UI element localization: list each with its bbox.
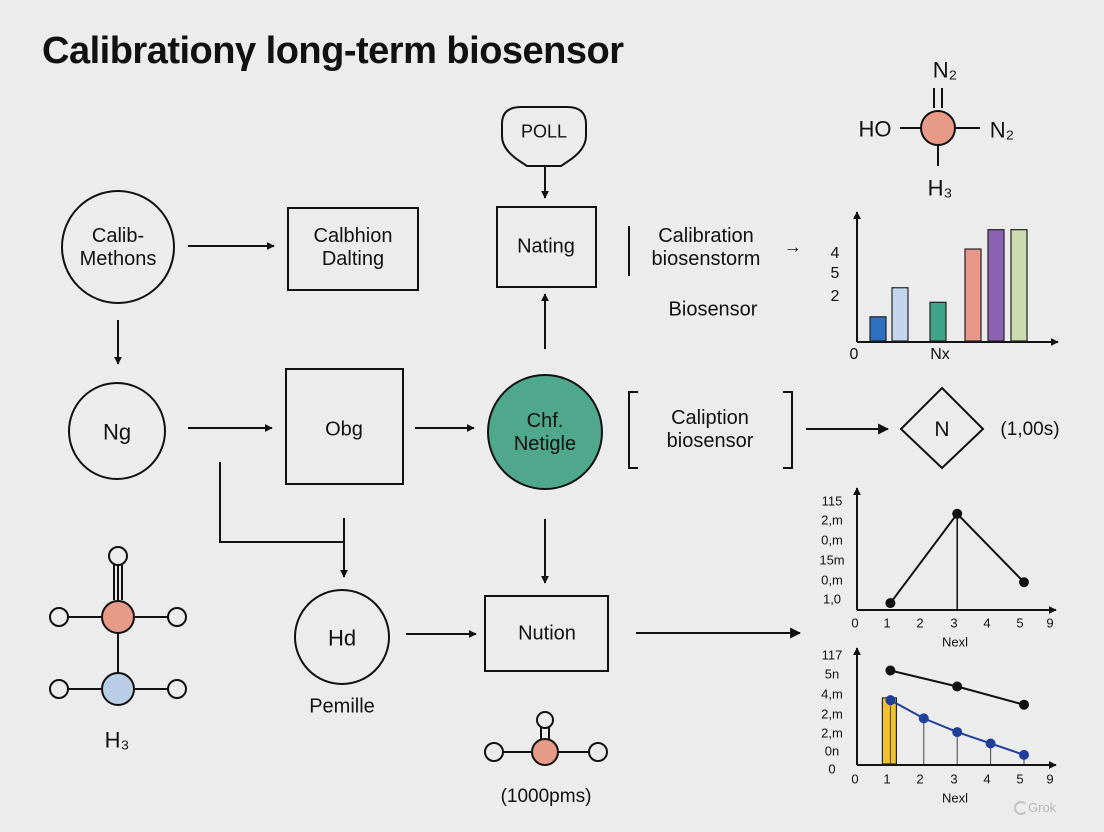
- chart3-ytick: 0n: [824, 743, 840, 759]
- chart2-xtick: 5: [1016, 615, 1024, 631]
- arrow-obg-to-hd: [219, 462, 348, 578]
- chart3-xtick: 5: [1016, 771, 1024, 787]
- ho-label: HO: [858, 116, 892, 142]
- n-diamond-label: N: [934, 417, 950, 441]
- chart1-bar: [869, 316, 887, 342]
- chart3-ytick: 4,m: [821, 686, 843, 702]
- poll-label: POLL: [520, 121, 568, 142]
- biosensor-label: Biosensor: [668, 298, 758, 321]
- caliption-left-bracket: [628, 391, 638, 469]
- calib-methons-node[interactable]: [61, 190, 175, 304]
- chart3-xtick: 1: [883, 771, 891, 787]
- chart3-xlabel: Nexl: [941, 790, 969, 806]
- obg-node[interactable]: [285, 368, 404, 485]
- molecule-center: [484, 711, 608, 766]
- chart3-bar: [881, 697, 898, 765]
- chart3-ytick: 0: [828, 761, 836, 777]
- calbhion-node[interactable]: [287, 207, 419, 291]
- chart-1-axes: [853, 211, 1059, 346]
- chart1-bar: [929, 301, 947, 342]
- nating-label: Nating: [517, 235, 575, 258]
- n-diamond-note: (1,00s): [1000, 419, 1060, 441]
- chart3-ytick: 5n: [824, 666, 840, 682]
- pms-label: (1000pms): [500, 786, 592, 808]
- chart3-point: [885, 695, 896, 706]
- caliption-right-bracket: [783, 391, 793, 469]
- calbhion-label: Calbhion Dalting: [313, 225, 393, 270]
- n2-right-label: N₂: [989, 117, 1015, 143]
- chart3-xtick: 4: [983, 771, 991, 787]
- chart3-xtick: 3: [950, 771, 958, 787]
- caliption-label: Caliption biosensor: [666, 407, 754, 452]
- chart3-xtick: 9: [1046, 771, 1054, 787]
- calib-methons-label: Calib- Methons: [79, 225, 157, 270]
- chart2-ytick: 0,m: [821, 532, 843, 548]
- n2-top-label: N₂: [932, 57, 958, 83]
- chart2-xlabel: Nexl: [941, 634, 969, 650]
- chart1-ytick: 4: [830, 244, 840, 262]
- chart3-ytick: 2,m: [821, 725, 843, 741]
- chart2-xtick: 2: [916, 615, 924, 631]
- chart1-xtick: Nx: [930, 345, 950, 363]
- nution-node[interactable]: [484, 595, 609, 672]
- n-diamond-node[interactable]: [899, 386, 985, 470]
- chart2-ytick: 1,0: [822, 591, 842, 607]
- chart3-ytick: 2,m: [821, 706, 843, 722]
- chart2-xtick: 9: [1046, 615, 1054, 631]
- chart3-point: [985, 738, 996, 749]
- chart2-point: [1019, 577, 1029, 588]
- chart2-xtick: 1: [883, 615, 891, 631]
- grok-logo-icon: [1014, 801, 1028, 815]
- hd-label: Hd: [327, 625, 357, 651]
- chart3-point: [952, 681, 963, 692]
- nution-label: Nution: [518, 622, 576, 645]
- chart3-xtick: 2: [916, 771, 924, 787]
- chart2-ytick: 115: [821, 493, 843, 509]
- chart1-bar: [987, 229, 1005, 342]
- calibration-biosenstorm-label: Calibration biosenstorm: [651, 225, 761, 270]
- obg-label: Obg: [325, 418, 363, 441]
- chart3-point: [885, 665, 896, 676]
- chart2-xtick: 3: [950, 615, 958, 631]
- watermark: Grok: [1028, 800, 1057, 815]
- chart2-xtick: 4: [983, 615, 991, 631]
- chart1-bar: [891, 287, 909, 342]
- chart1-xtick: 0: [849, 345, 859, 363]
- pemille-label: Pemille: [309, 695, 375, 718]
- chart3-ytick: 117: [821, 647, 843, 663]
- chf-netigle-label: Chf. Netigle: [513, 410, 577, 455]
- arrow-glyph: →: [784, 236, 802, 257]
- chart2-point: [885, 598, 896, 609]
- molecule-top-right: [900, 88, 980, 166]
- h3-left-label: H₃: [104, 727, 130, 753]
- chart1-bar: [1010, 229, 1028, 342]
- chf-netigle-node[interactable]: [487, 374, 603, 490]
- chart2-ytick: 15m: [819, 552, 845, 568]
- molecule-left: [49, 546, 187, 706]
- chart3-point: [1019, 699, 1029, 710]
- chart2-xtick: 0: [851, 615, 859, 631]
- page-title: Calibrationγ long-term biosensor: [42, 30, 624, 72]
- hd-node[interactable]: [294, 589, 390, 685]
- chart-3-axes: [853, 647, 1057, 769]
- chart3-xtick: 0: [851, 771, 859, 787]
- chart3-point: [1019, 749, 1029, 760]
- nating-node[interactable]: [496, 206, 597, 288]
- chart2-ytick: 0,m: [821, 572, 843, 588]
- chart3-point: [918, 713, 929, 724]
- poll-node[interactable]: [501, 106, 587, 167]
- chart1-ytick: 5: [830, 264, 840, 282]
- chart3-point: [952, 727, 963, 738]
- ng-label: Ng: [102, 419, 132, 445]
- chart2-ytick: 2,m: [821, 512, 843, 528]
- chart1-bar: [964, 248, 982, 342]
- ng-node[interactable]: [68, 382, 166, 480]
- chart1-ytick: 2: [830, 287, 840, 305]
- chart2-point: [952, 508, 963, 519]
- h3-top-label: H₃: [927, 175, 953, 201]
- chart-2-axes: [853, 487, 1057, 614]
